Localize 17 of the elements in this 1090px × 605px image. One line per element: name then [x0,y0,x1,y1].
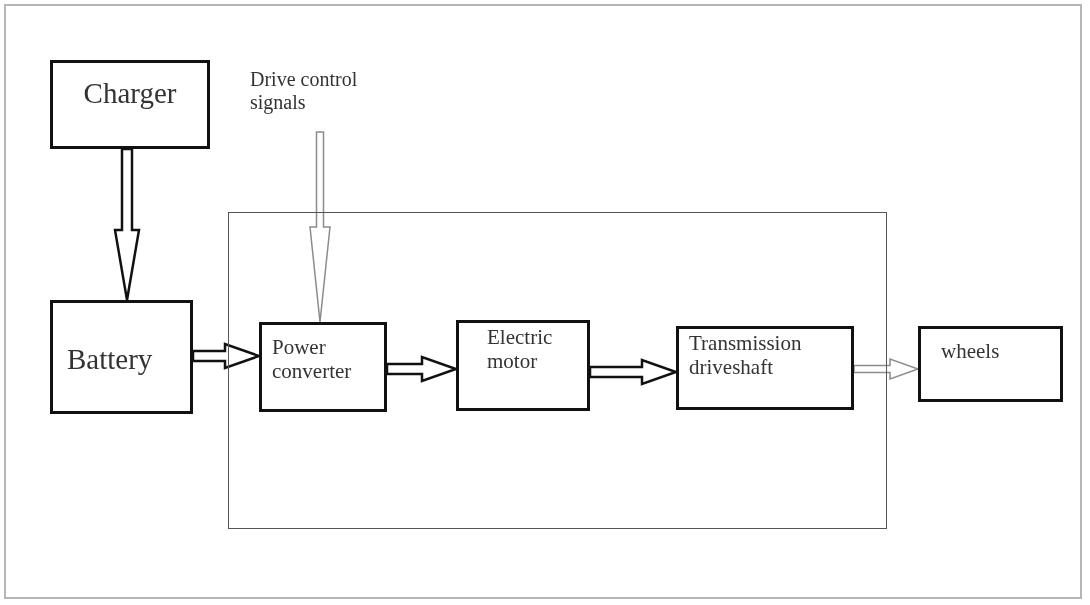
signal-label: Drive control signals [250,68,390,132]
block-label: wheels [941,339,1001,364]
hollow-arrow [309,131,331,323]
block-box [918,326,1063,402]
hollow-arrow [113,147,141,302]
block-box [259,322,387,412]
block-label: Transmission driveshaft [689,331,803,380]
block-label: Electric motor [487,325,554,374]
block-box [50,300,193,414]
block-box [676,326,854,410]
block-label: Battery [67,343,154,377]
block-box [50,60,210,149]
container-box [228,212,887,529]
block-label: Power converter [272,335,353,384]
block-box [456,320,590,411]
block-label: Charger [82,77,178,111]
hollow-arrow [853,357,921,381]
